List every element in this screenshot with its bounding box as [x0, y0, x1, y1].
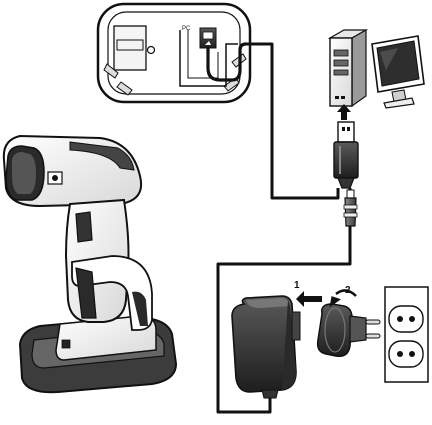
step-1-label: 1: [294, 280, 300, 291]
usb-plug-icon: [334, 122, 358, 188]
barcode-scanner-icon: [4, 136, 152, 330]
step-2-label: 2: [345, 285, 351, 296]
dock-port-label: PC: [182, 26, 191, 32]
wall-outlet-icon: [385, 287, 428, 382]
plug-head-icon: [318, 304, 380, 356]
step-1-arrow-icon: [296, 291, 322, 307]
dock-bottom-view: PC: [98, 4, 250, 102]
charging-dock-icon: [20, 316, 176, 392]
desktop-computer-icon: [330, 30, 424, 108]
power-adapter-icon: [232, 296, 300, 398]
dock-to-usb-cable: [246, 44, 338, 198]
